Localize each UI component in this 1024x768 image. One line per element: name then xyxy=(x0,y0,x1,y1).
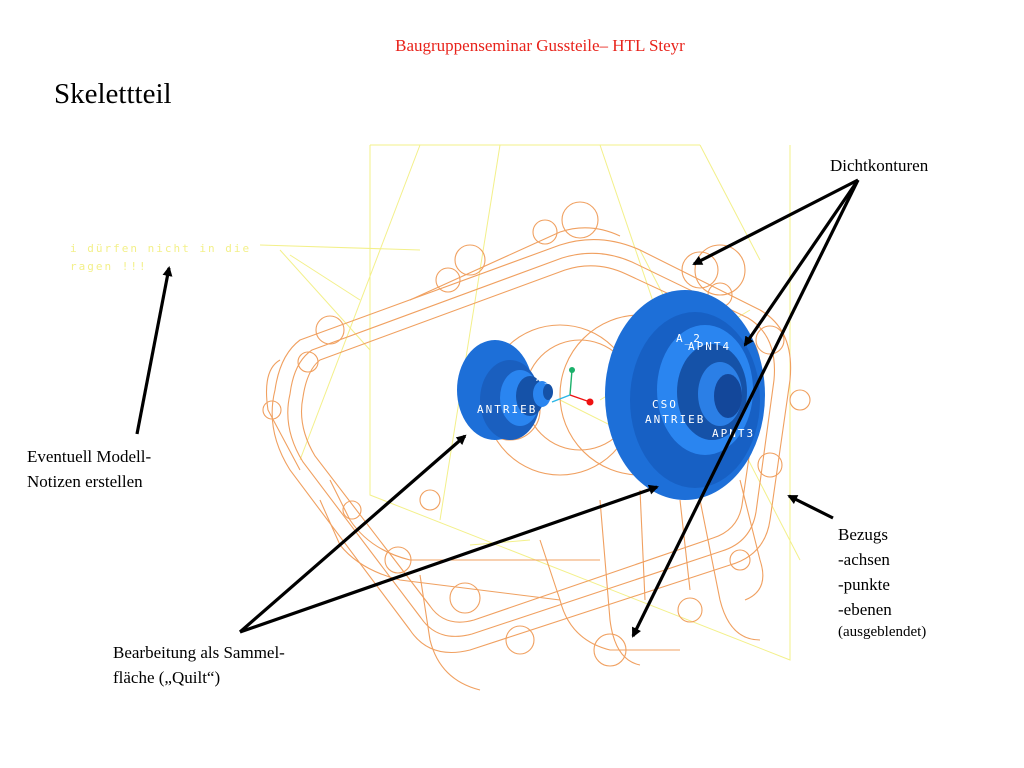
arrow-quilt-2 xyxy=(239,484,659,634)
label-notizen: Eventuell Modell- Notizen erstellen xyxy=(27,444,151,494)
label-quilt: Bearbeitung als Sammel- fläche („Quilt“) xyxy=(113,640,285,690)
slide-title: Skelettteil xyxy=(54,78,172,110)
cad-label-cso: CSO xyxy=(652,398,678,411)
label-quilt-line1: Bearbeitung als Sammel- xyxy=(113,643,285,662)
cad-label-antrieb-left: ANTRIEB xyxy=(477,403,537,416)
label-notizen-line1: Eventuell Modell- xyxy=(27,447,152,466)
quilt-left-part xyxy=(457,340,553,440)
arrow-dicht-2 xyxy=(743,179,860,347)
arrow-notes xyxy=(135,266,173,435)
cad-label-apnt4: APNT4 xyxy=(688,340,731,353)
label-achsen: -achsen xyxy=(838,550,890,569)
cad-label-antrieb-right: ANTRIEB xyxy=(645,413,705,426)
arrow-dicht-3 xyxy=(631,179,860,638)
label-dichtkonturen: Dichtkonturen xyxy=(830,156,929,175)
cad-note-line2: ragen !!! xyxy=(70,260,148,273)
cad-labels: i dürfen nicht in die ragen !!! ANTRIEB … xyxy=(70,242,753,440)
slide-header: Baugruppenseminar Gussteile– HTL Steyr xyxy=(395,36,685,55)
label-notizen-line2: Notizen erstellen xyxy=(27,472,143,491)
label-ebenen: -ebenen xyxy=(838,600,892,619)
annotation-arrows xyxy=(135,178,860,638)
arrow-dicht-1 xyxy=(692,178,859,266)
cad-label-a2: A_2 xyxy=(676,332,702,345)
label-bezugs-title: Bezugs xyxy=(838,525,889,544)
arrow-quilt-1 xyxy=(238,434,467,634)
label-bezugs: Bezugs -achsen -punkte -ebenen (ausgeble… xyxy=(838,522,926,642)
arrow-bezugs xyxy=(787,494,834,520)
label-quilt-line2: fläche („Quilt“) xyxy=(113,668,221,687)
label-ausgeblendet: (ausgeblendet) xyxy=(838,624,927,640)
cad-label-a-left: A_ xyxy=(536,371,553,384)
casting-contours xyxy=(262,201,811,691)
cad-note-line1: i dürfen nicht in die xyxy=(70,242,251,255)
label-punkte: -punkte xyxy=(838,575,890,594)
coordinate-system-icon xyxy=(551,367,594,406)
quilt-right-part xyxy=(605,290,765,500)
